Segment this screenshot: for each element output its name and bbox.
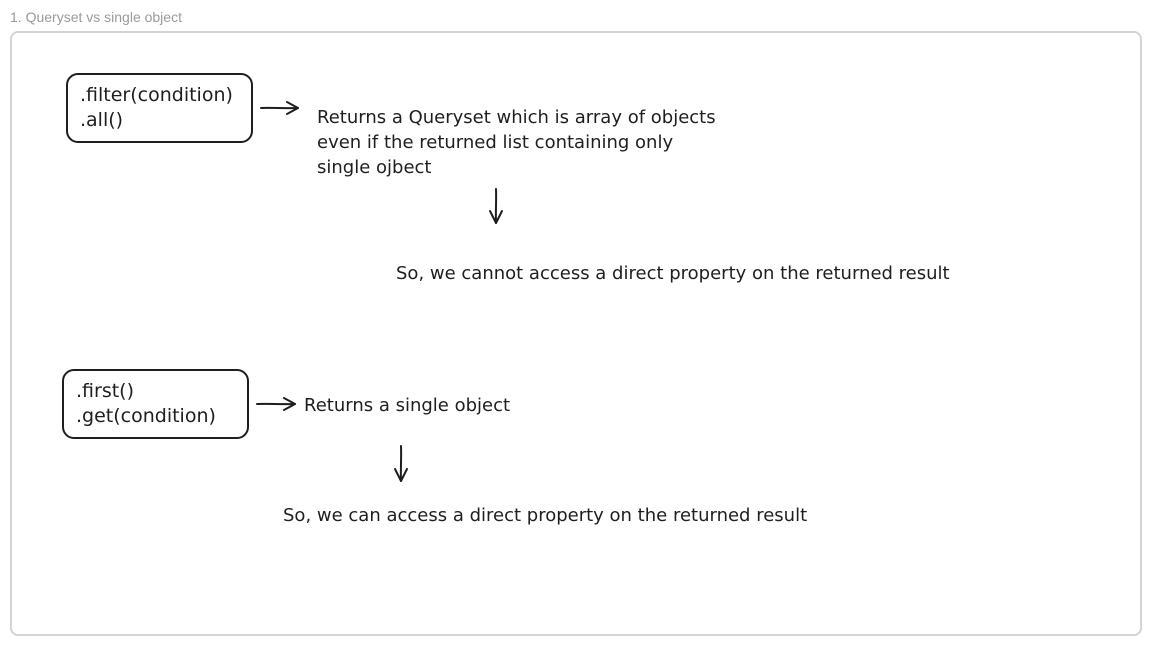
queryset-result-line-2: even if the returned list containing onl… [317, 132, 674, 153]
arrow-down-1 [489, 188, 503, 224]
queryset-result-line-3: single ojbect [317, 157, 432, 178]
method-first: .first() [76, 380, 134, 402]
queryset-conclusion-text[interactable]: So, we cannot access a direct property o… [396, 263, 950, 284]
queryset-result-text[interactable]: Returns a Queryset which is array of obj… [317, 105, 716, 180]
arrow-right-1 [260, 101, 299, 115]
arrow-right-2 [256, 397, 296, 411]
single-object-conclusion-text[interactable]: So, we can access a direct property on t… [283, 505, 808, 526]
diagram-frame [10, 31, 1142, 636]
single-object-result-text[interactable]: Returns a single object [304, 395, 511, 416]
queryset-methods-box[interactable]: .filter(condition) .all() [66, 73, 253, 143]
method-get: .get(condition) [76, 405, 216, 427]
single-object-methods-box[interactable]: .first() .get(condition) [62, 369, 249, 439]
method-filter: .filter(condition) [80, 84, 233, 106]
method-all: .all() [80, 109, 124, 131]
queryset-result-line-1: Returns a Queryset which is array of obj… [317, 107, 716, 128]
arrow-down-2 [394, 445, 408, 482]
frame-title: 1. Queryset vs single object [10, 9, 182, 25]
